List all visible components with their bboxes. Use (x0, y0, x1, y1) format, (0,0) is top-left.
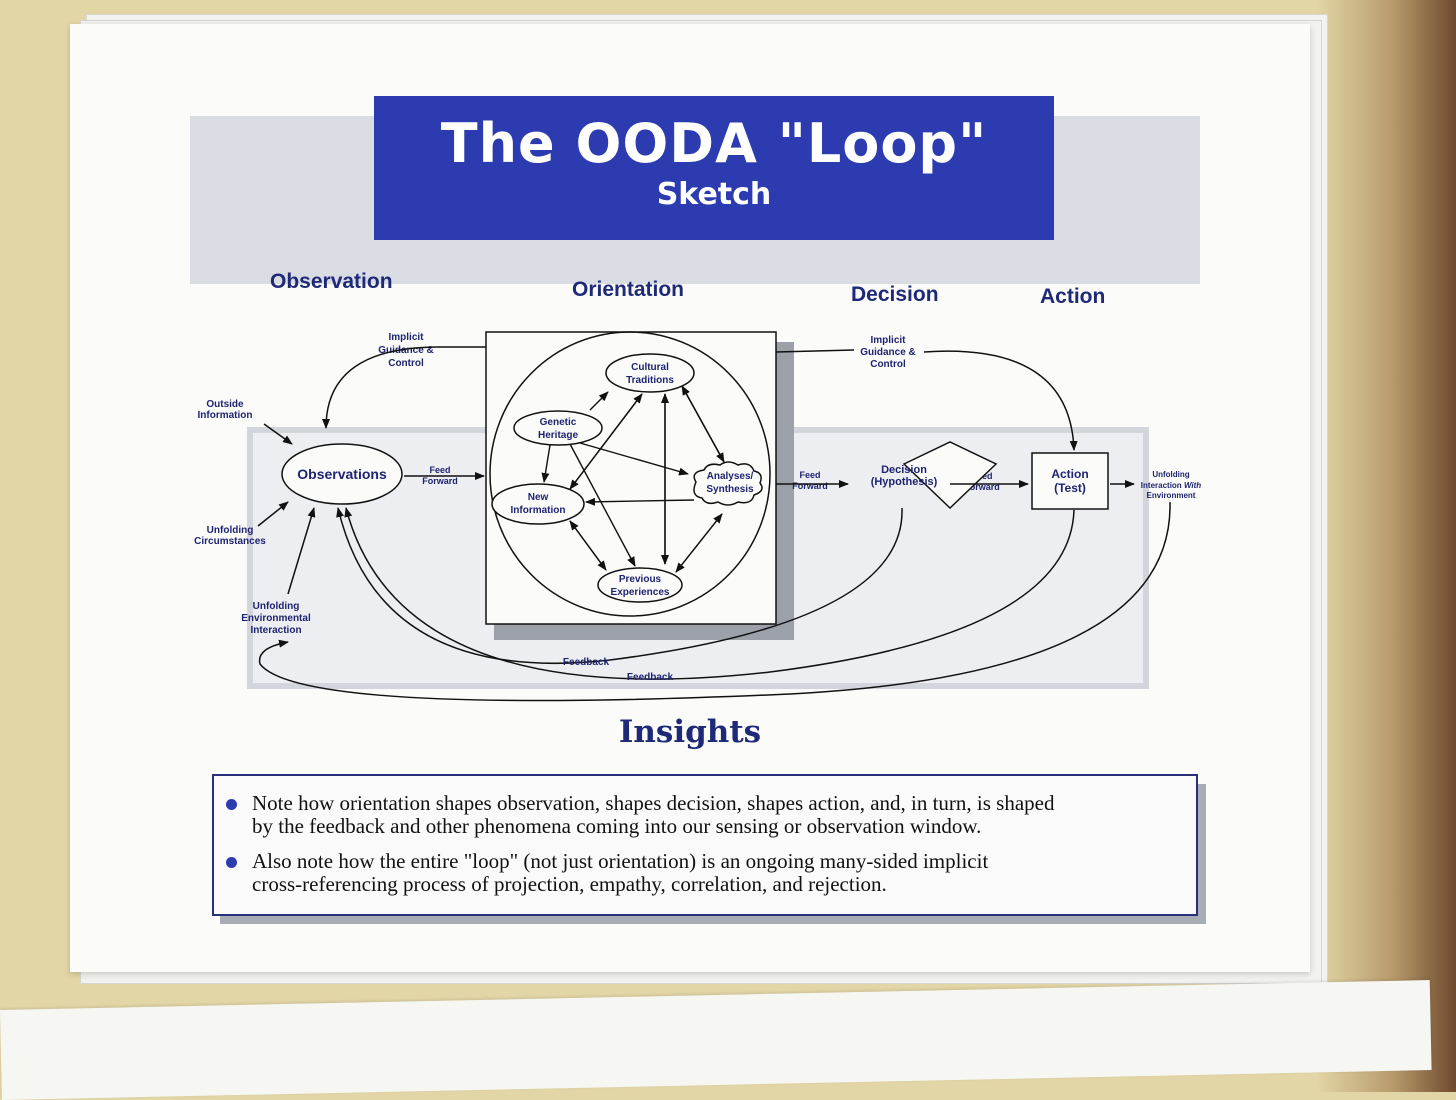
unfolding-interaction-3: Environment (1147, 491, 1196, 500)
arrow-unfolding-env (287, 507, 316, 595)
outside-info-2: Information (198, 410, 253, 421)
arrow-analyses-newinfo (585, 497, 695, 506)
arrow-genetic-previous (569, 443, 636, 567)
genetic-label-2: Heritage (538, 430, 578, 441)
bullet-dot-icon (226, 857, 237, 868)
feedback-label-2: Feedback (627, 672, 674, 683)
unfolding-env-1: Unfolding (253, 601, 300, 612)
node-genetic-heritage (513, 410, 603, 446)
phase-observation: Observation (270, 270, 393, 293)
title-banner: The OODA "Loop" Sketch (374, 96, 1054, 240)
unfolding-env-3: Interaction (250, 625, 301, 636)
page-subtitle: Sketch (656, 177, 772, 212)
arrow-analyses-cultural (681, 385, 725, 463)
insight-1-line-1: Note how orientation shapes observation,… (252, 791, 1055, 815)
analyses-label-2: Synthesis (706, 484, 754, 495)
phase-orientation: Orientation (572, 278, 685, 301)
feed-forward-1b: Forward (422, 476, 458, 486)
phase-action: Action (1040, 285, 1106, 308)
folder-edge (1316, 0, 1456, 1092)
implicit-left-3: Control (388, 358, 424, 369)
feed-forward-1a: Feed (429, 465, 450, 475)
implicit-right-2: Guidance & (860, 347, 916, 358)
unfolding-interaction-word: Interaction (1141, 481, 1182, 490)
cultural-label-1: Cultural (631, 362, 669, 373)
unfolding-circ-1: Unfolding (207, 525, 254, 536)
arrow-previous-newinfo (569, 520, 607, 571)
line-implicit-right-in (775, 349, 855, 353)
unfolding-circ-2: Circumstances (194, 536, 266, 547)
arrow-genetic-cultural (589, 391, 609, 411)
previous-label-2: Experiences (611, 587, 670, 598)
node-new-information (491, 483, 585, 525)
implicit-right-3: Control (870, 359, 906, 370)
insight-bullet-1: Note how orientation shapes observation,… (226, 792, 1176, 838)
node-analyses-synthesis (693, 461, 763, 506)
feed-forward-2b: Forward (792, 481, 828, 491)
node-previous-experiences (597, 567, 683, 603)
orientation-circle (489, 331, 771, 617)
feedback-label-1: Feedback (563, 657, 610, 668)
arrow-implicit-right (923, 350, 1078, 451)
implicit-left-2: Guidance & (378, 345, 434, 356)
arrow-genetic-analyses (579, 442, 689, 476)
observations-label: Observations (297, 466, 387, 482)
implicit-left-1: Implicit (388, 332, 424, 343)
node-decision (902, 441, 998, 510)
node-observations (281, 443, 403, 505)
phase-decision: Decision (851, 283, 939, 306)
analyses-label-1: Analyses/ (707, 471, 754, 482)
arrow-analyses-previous (675, 513, 723, 573)
insight-1-line-2: by the feedback and other phenomena comi… (252, 814, 982, 838)
action-label-1: Action (1051, 467, 1088, 481)
previous-label-1: Previous (619, 574, 662, 585)
cultural-label-2: Traditions (626, 375, 674, 386)
outside-info-1: Outside (206, 399, 244, 410)
ooda-diagram: Cultural Traditions Genetic Heritage Ana… (194, 331, 1202, 702)
feed-forward-2a: Feed (799, 470, 820, 480)
node-cultural-traditions (605, 353, 695, 393)
arrow-implicit-left (322, 346, 486, 429)
feedback-loop-decision (336, 507, 903, 664)
insights-heading: Insights (618, 714, 762, 750)
insight-bullet-2: Also note how the entire "loop" (not jus… (226, 850, 1176, 896)
unfolding-interaction-1: Unfolding (1152, 470, 1189, 479)
insight-2-line-1: Also note how the entire "loop" (not jus… (252, 849, 989, 873)
slide-page: The OODA "Loop" Sketch Observation Orien… (70, 24, 1310, 972)
arrow-cultural-newinfo (569, 393, 643, 490)
unfolding-interaction-with: With (1184, 481, 1201, 490)
unfolding-interaction-2: Interaction With (1141, 481, 1202, 490)
decision-label-1: Decision (881, 464, 927, 476)
insights-box: Note how orientation shapes observation,… (212, 774, 1198, 916)
implicit-right-1: Implicit (870, 335, 906, 346)
node-action (1031, 452, 1109, 510)
arrow-genetic-newinfo (541, 444, 551, 483)
bullet-dot-icon (226, 799, 237, 810)
page-title: The OODA "Loop" (440, 112, 988, 175)
feedback-loop-action (344, 507, 1075, 680)
lower-paper-sheet (0, 980, 1432, 1100)
newinfo-label-1: New (528, 492, 549, 503)
newinfo-label-2: Information (511, 505, 566, 516)
arrow-outside-info (263, 423, 293, 445)
feed-forward-3b: Forward (964, 482, 1000, 492)
action-label-2: (Test) (1054, 481, 1086, 495)
feedback-loop-environment (258, 501, 1171, 702)
insight-2-line-2: cross-referencing process of projection,… (252, 872, 887, 896)
arrow-unfolding-circ (257, 501, 289, 527)
unfolding-env-2: Environmental (241, 613, 311, 624)
genetic-label-1: Genetic (540, 417, 577, 428)
decision-label-2: (Hypothesis) (871, 476, 938, 488)
